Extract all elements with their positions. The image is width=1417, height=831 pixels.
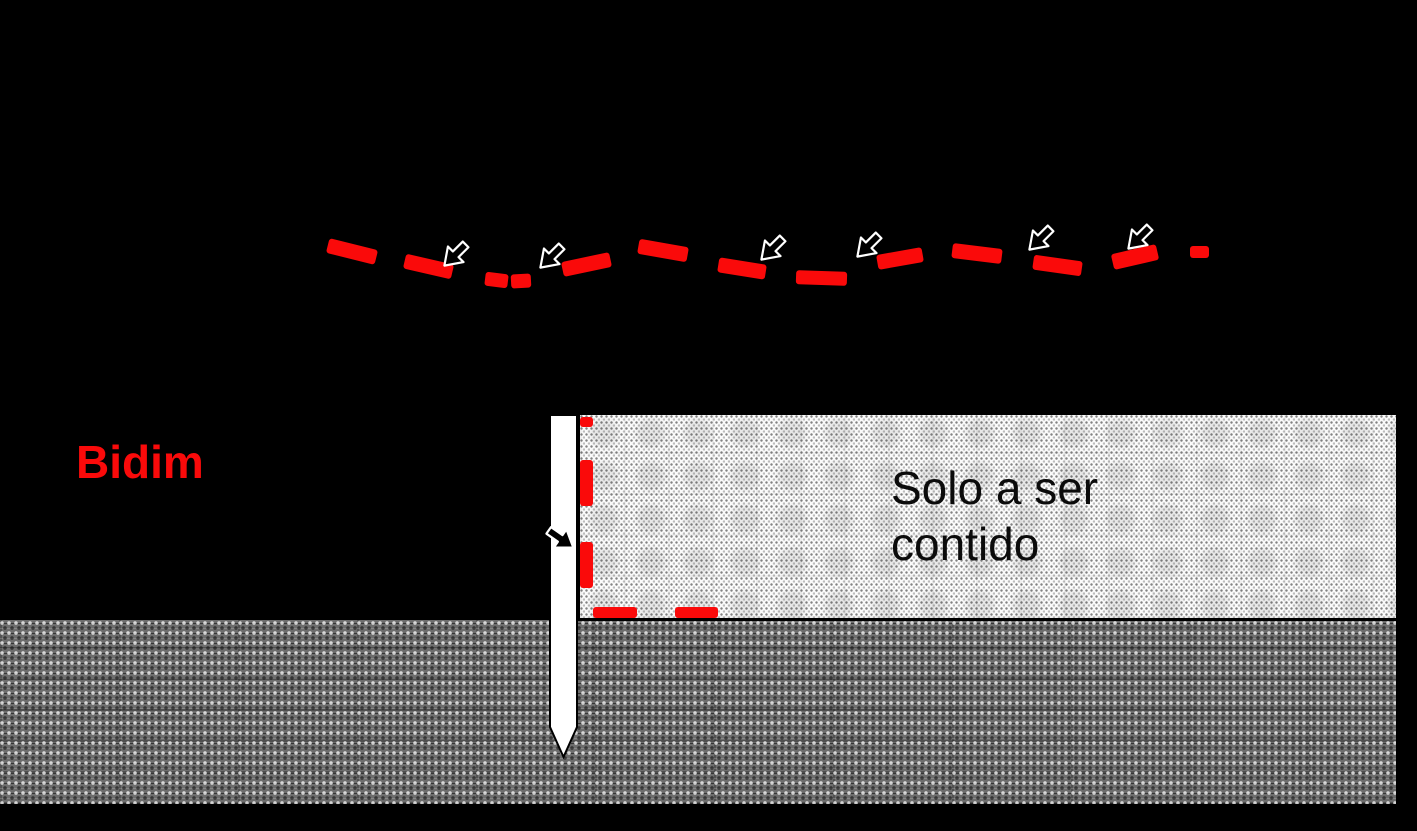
geotextile-dash — [484, 271, 509, 289]
geotextile-dash — [717, 257, 767, 280]
geotextile-dash — [325, 238, 379, 265]
slope-arrow-down-left-icon — [1028, 224, 1055, 251]
anchor-stake-shape — [549, 414, 578, 760]
geotextile-dash — [637, 238, 689, 263]
geotextile-dash — [1110, 244, 1160, 270]
contained-soil-label-line2: contido — [891, 518, 1040, 570]
geotextile-dash — [795, 270, 848, 286]
geotextile-dash — [560, 252, 613, 277]
geotextile-dash — [951, 243, 1003, 264]
contained-soil-label: Solo a ser contido — [891, 460, 1098, 572]
contained-soil-block — [577, 415, 1396, 621]
slope-arrow-down-left-icon — [856, 231, 883, 258]
slope-arrow-down-left-icon — [1127, 223, 1154, 250]
geotextile-dash — [402, 253, 455, 280]
geotextile-dash — [1190, 246, 1209, 258]
slope-arrow-down-left-icon — [760, 234, 787, 261]
anchor-stake — [549, 414, 578, 760]
bidim-label: Bidim — [76, 436, 204, 488]
geotextile-dash — [1032, 254, 1083, 277]
geotextile-dash — [510, 273, 532, 289]
contained-soil-label-line1: Solo a ser — [891, 462, 1099, 514]
slope-arrow-down-left-icon — [539, 242, 566, 269]
geotextile-dash — [876, 247, 924, 270]
foundation-soil-texture — [0, 620, 1396, 804]
slope-arrow-down-left-icon — [443, 240, 470, 267]
